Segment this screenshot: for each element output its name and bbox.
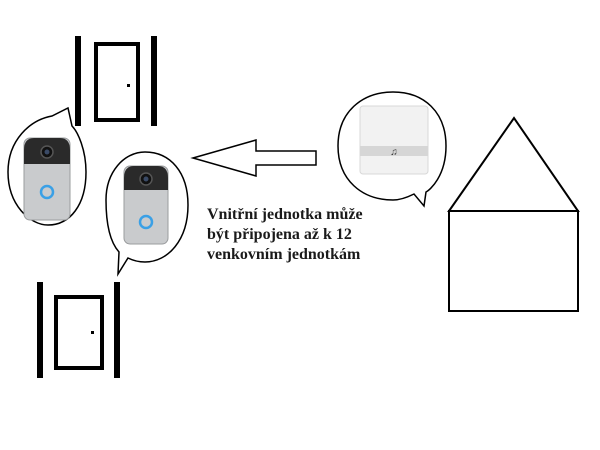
door-icon — [75, 36, 157, 126]
doorbell-bubble-2 — [105, 151, 189, 277]
door-icon — [37, 282, 120, 378]
indoor-unit-icon: ♫ — [359, 105, 429, 175]
doorbell-bubble-1 — [7, 106, 87, 226]
doorbell-icon — [23, 137, 71, 221]
arrow-left-icon — [190, 139, 317, 177]
caption-line-3: venkovním jednotkám — [207, 246, 361, 263]
doorbell-icon — [123, 165, 169, 245]
house-icon — [447, 116, 580, 312]
caption-text: Vnitřní jednotka může být připojena až k… — [207, 205, 417, 265]
caption-line-2: být připojena až k 12 — [207, 226, 352, 243]
indoor-unit-bubble: ♫ — [337, 91, 447, 208]
music-note-icon: ♫ — [390, 147, 398, 158]
caption-line-1: Vnitřní jednotka může — [207, 206, 363, 223]
